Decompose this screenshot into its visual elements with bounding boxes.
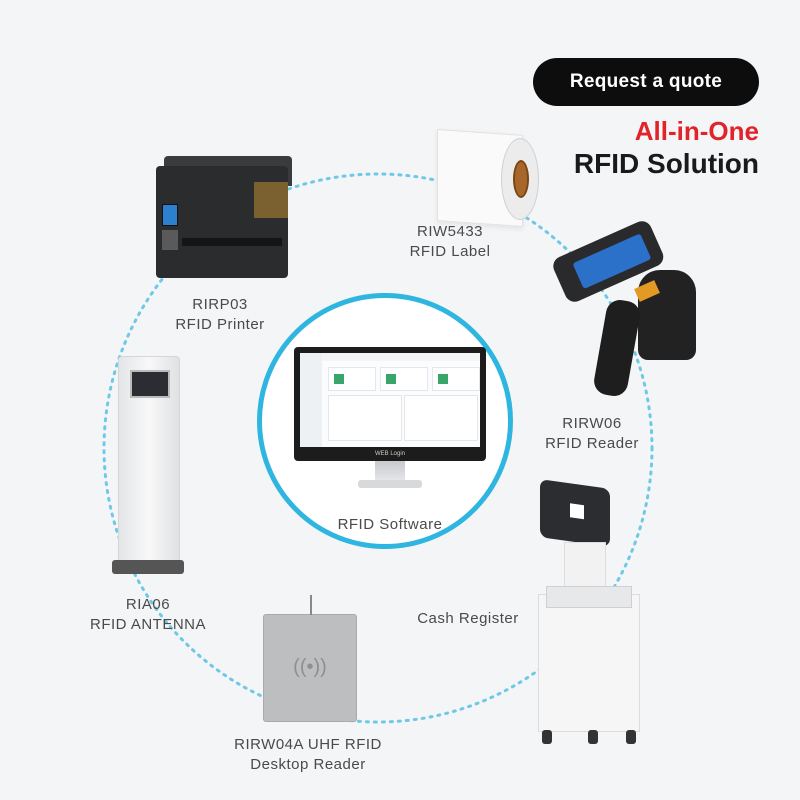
software-screen bbox=[300, 353, 480, 447]
label-desc: RFID Label bbox=[409, 243, 491, 260]
desktop-reader-label: RIRW04A UHF RFID Desktop Reader bbox=[218, 735, 398, 775]
request-quote-button[interactable]: Request a quote bbox=[533, 58, 759, 106]
headline-rfid-solution: RFID Solution bbox=[573, 148, 759, 179]
printer-model: RIRP03 bbox=[192, 296, 248, 313]
antenna-model: RIA06 bbox=[125, 596, 171, 613]
software-chart-panel bbox=[404, 395, 478, 441]
desktop-reader-icon: ((•)) bbox=[263, 595, 357, 722]
desktop-reader-desc: Desktop Reader bbox=[250, 756, 366, 773]
label-model: RIW5433 bbox=[416, 223, 484, 240]
printer-icon bbox=[156, 156, 296, 280]
software-card bbox=[380, 367, 428, 391]
antenna-label: RIA06 RFID ANTENNA bbox=[78, 595, 218, 635]
software-topbar bbox=[322, 353, 480, 361]
handheld-reader-icon bbox=[550, 217, 706, 400]
register-name: Cash Register bbox=[417, 610, 519, 627]
reader-label: RIRW06 RFID Reader bbox=[522, 414, 662, 454]
kiosk-icon bbox=[534, 478, 644, 760]
software-chart-panel bbox=[328, 395, 402, 441]
software-label: RFID Software bbox=[337, 516, 443, 533]
antenna-desc: RFID ANTENNA bbox=[89, 616, 206, 633]
printer-desc: RFID Printer bbox=[175, 316, 265, 333]
reader-desc: RFID Reader bbox=[545, 435, 639, 452]
register-label: Cash Register bbox=[396, 609, 540, 629]
software-card bbox=[432, 367, 480, 391]
headline-all-in-one: All-in-One bbox=[634, 116, 759, 146]
label-roll-icon bbox=[437, 128, 539, 228]
monitor-caption: WEB Login bbox=[374, 451, 405, 457]
rf-symbol-icon: ((•)) bbox=[293, 656, 327, 678]
monitor-stand bbox=[375, 461, 405, 481]
monitor-base bbox=[358, 480, 422, 488]
monitor-icon: WEB Login bbox=[294, 347, 486, 461]
software-sidebar bbox=[300, 353, 322, 447]
label-label: RIW5433 RFID Label bbox=[380, 222, 520, 262]
antenna-icon bbox=[112, 356, 184, 580]
printer-label: RIRP03 RFID Printer bbox=[150, 295, 290, 335]
desktop-reader-model: RIRW04A UHF RFID bbox=[234, 736, 382, 753]
headline: All-in-One RFID Solution bbox=[574, 115, 759, 181]
reader-model: RIRW06 bbox=[562, 415, 622, 432]
software-card bbox=[328, 367, 376, 391]
